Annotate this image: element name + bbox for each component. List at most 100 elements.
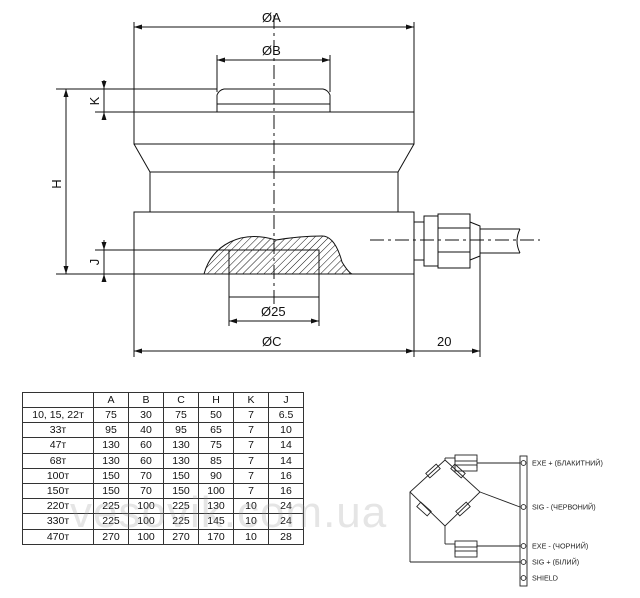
value-cell: 10 [233, 513, 269, 530]
value-cell: 95 [163, 422, 199, 439]
value-cell: 225 [93, 513, 129, 530]
row-label-cell: 47т [22, 437, 94, 454]
value-cell: 100 [128, 513, 164, 530]
row-label-cell: 220т [22, 498, 94, 515]
section-cutaway [203, 235, 353, 275]
header-cell: B [128, 392, 164, 408]
label-cable-20: 20 [437, 334, 451, 349]
value-cell: 75 [93, 406, 129, 424]
value-cell: 100 [128, 498, 164, 515]
value-cell: 75 [163, 406, 199, 424]
terminal-shield: SHIELD [532, 574, 558, 583]
value-cell: 50 [198, 406, 234, 424]
header-cell: K [233, 392, 269, 408]
load-cell-drawing: ØA ØB H K J Ø25 ØC 20 [49, 10, 540, 357]
value-cell: 270 [163, 528, 199, 545]
value-cell: 145 [198, 513, 234, 530]
row-label-cell: 10, 15, 22т [22, 406, 94, 424]
value-cell: 90 [198, 467, 234, 484]
header-cell: C [163, 392, 199, 408]
label-k: K [87, 96, 102, 105]
value-cell: 7 [233, 452, 269, 469]
top-boss [216, 88, 331, 112]
value-cell: 28 [268, 528, 304, 545]
header-cell: J [268, 392, 304, 408]
value-cell: 150 [93, 482, 129, 500]
value-cell: 10 [233, 528, 269, 545]
comp-resistor-bottom [454, 540, 478, 548]
wiring-diagram: EXE + (БЛАКИТНИЙ) SIG - (ЧЕРВОНИЙ) EXE -… [409, 454, 603, 587]
table-header-row: A B C H K J [22, 392, 304, 408]
row-label-cell: 33т [22, 422, 94, 439]
row-label-cell: 330т [22, 513, 94, 530]
value-cell: 100 [198, 482, 234, 500]
value-cell: 130 [198, 498, 234, 515]
value-cell: 225 [163, 498, 199, 515]
value-cell: 150 [163, 482, 199, 500]
value-cell: 85 [198, 452, 234, 469]
value-cell: 95 [93, 422, 129, 439]
header-cell: H [198, 392, 234, 408]
row-label-cell: 470т [22, 528, 94, 545]
value-cell: 75 [198, 437, 234, 454]
value-cell: 170 [198, 528, 234, 545]
value-cell: 225 [93, 498, 129, 515]
value-cell: 60 [128, 437, 164, 454]
value-cell: 130 [93, 437, 129, 454]
value-cell: 130 [163, 452, 199, 469]
value-cell: 30 [128, 406, 164, 424]
value-cell: 7 [233, 467, 269, 484]
label-phi-25: Ø25 [261, 304, 286, 319]
value-cell: 70 [128, 482, 164, 500]
header-cell: A [93, 392, 129, 408]
value-cell: 65 [198, 422, 234, 439]
terminal-sig-minus: SIG - (ЧЕРВОНИЙ) [532, 503, 596, 512]
value-cell: 270 [93, 528, 129, 545]
value-cell: 7 [233, 422, 269, 439]
cable-gland [437, 213, 471, 269]
comp-resistor-top [454, 454, 478, 462]
label-h: H [49, 179, 64, 188]
label-phi-c: ØC [262, 334, 282, 349]
row-label-cell: 150т [22, 482, 94, 500]
value-cell: 14 [268, 452, 304, 469]
value-cell: 225 [163, 513, 199, 530]
terminal-strip [519, 455, 528, 587]
terminal-sig-plus: SIG + (БІЛИЙ) [532, 558, 579, 567]
label-phi-b: ØB [262, 43, 281, 58]
value-cell: 150 [93, 467, 129, 484]
bridge-diamond [409, 459, 481, 527]
terminal-exe-plus: EXE + (БЛАКИТНИЙ) [532, 459, 603, 468]
value-cell: 16 [268, 482, 304, 500]
value-cell: 14 [268, 437, 304, 454]
terminal-exe-minus: EXE - (ЧОРНИЙ) [532, 542, 588, 551]
value-cell: 40 [128, 422, 164, 439]
value-cell: 7 [233, 437, 269, 454]
value-cell: 7 [233, 482, 269, 500]
value-cell: 100 [128, 528, 164, 545]
value-cell: 24 [268, 513, 304, 530]
value-cell: 150 [163, 467, 199, 484]
header-cell [22, 392, 94, 408]
value-cell: 6.5 [268, 406, 304, 424]
label-j: J [87, 259, 102, 266]
value-cell: 60 [128, 452, 164, 469]
value-cell: 16 [268, 467, 304, 484]
value-cell: 10 [268, 422, 304, 439]
value-cell: 70 [128, 467, 164, 484]
value-cell: 10 [233, 498, 269, 515]
value-cell: 24 [268, 498, 304, 515]
value-cell: 130 [163, 437, 199, 454]
value-cell: 7 [233, 406, 269, 424]
row-label-cell: 100т [22, 467, 94, 484]
